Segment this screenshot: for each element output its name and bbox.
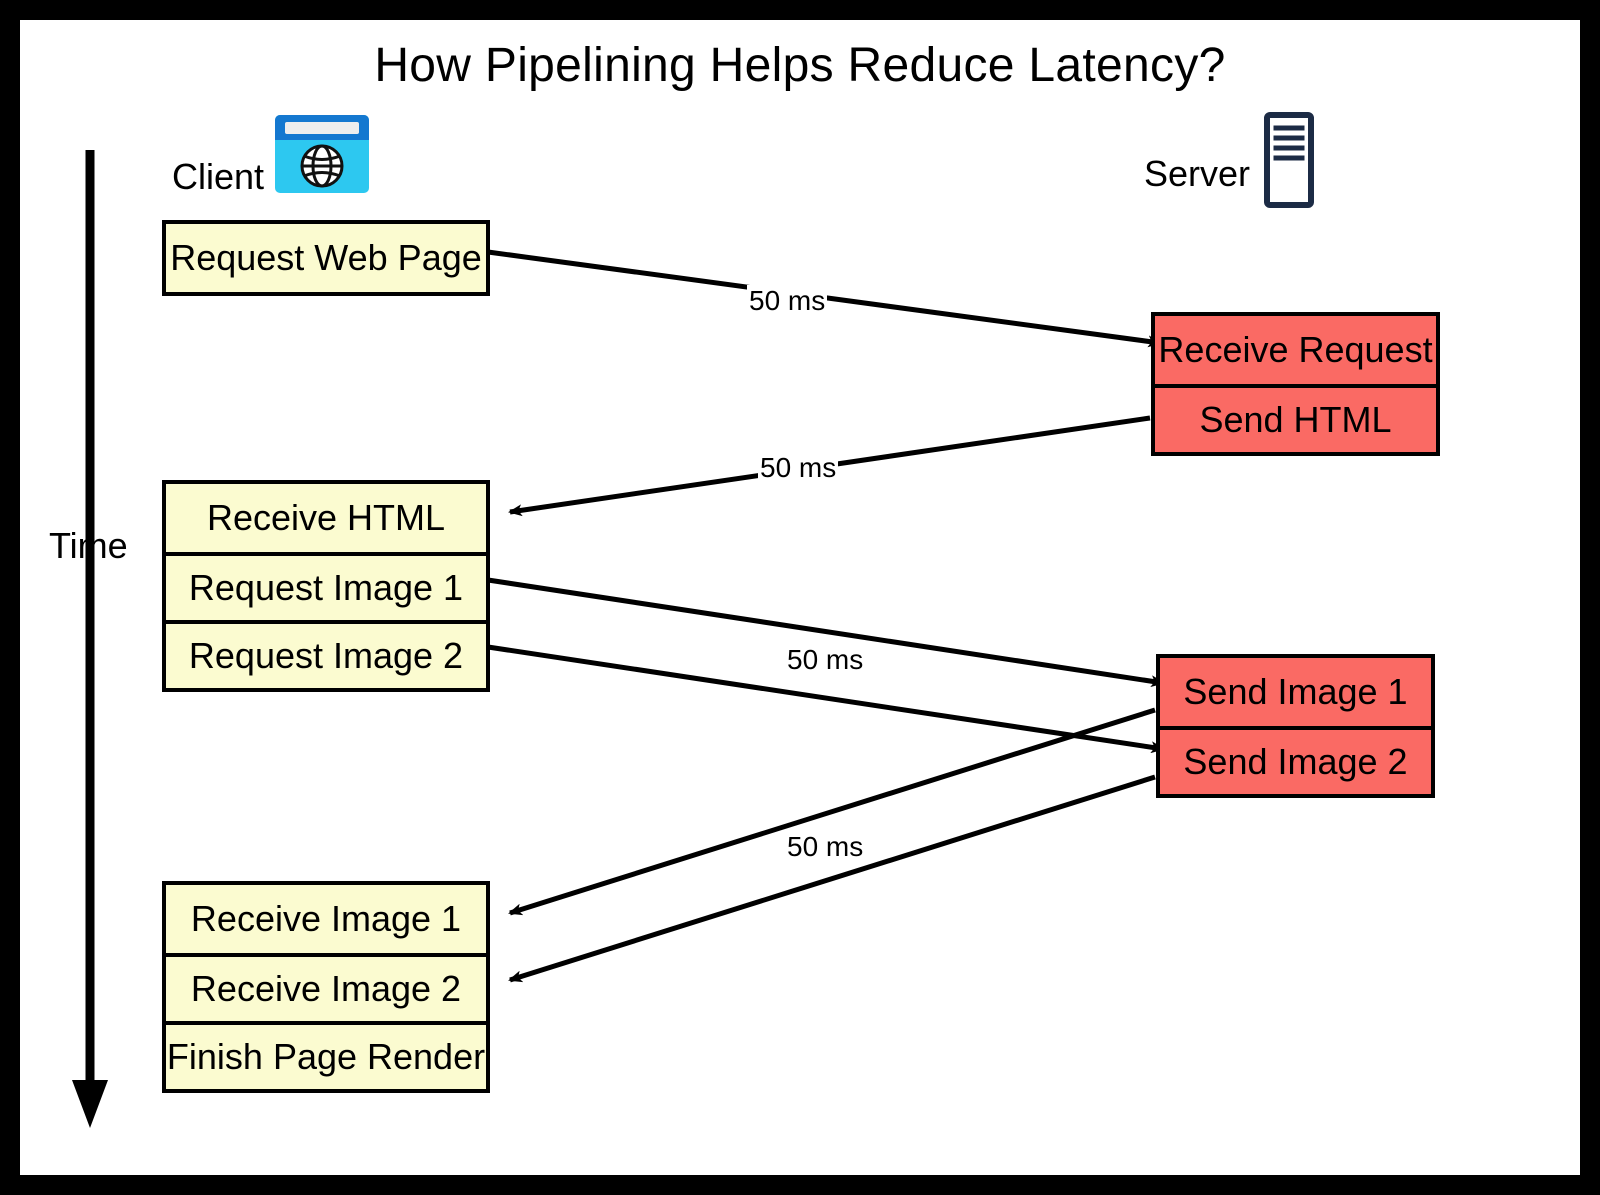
- client-step-finish-page-render[interactable]: Finish Page Render: [166, 1021, 486, 1089]
- server-step-receive-request[interactable]: Receive Request: [1155, 316, 1436, 384]
- server-tower-icon: [1264, 112, 1314, 208]
- server-step-send-image-1[interactable]: Send Image 1: [1160, 658, 1431, 726]
- server-lane-label: Server: [1144, 153, 1251, 194]
- client-step-request-image-1[interactable]: Request Image 1: [166, 552, 486, 620]
- client-lane-label: Client: [172, 156, 265, 197]
- page-title: How Pipelining Helps Reduce Latency?: [374, 39, 1226, 92]
- time-axis-arrow: [60, 150, 120, 1130]
- latency-label-4: 50 ms: [785, 831, 866, 863]
- client-step-request-web-page[interactable]: Request Web Page: [166, 224, 486, 292]
- client-step-receive-html[interactable]: Receive HTML: [166, 484, 486, 552]
- latency-label-1: 50 ms: [747, 285, 828, 317]
- client-stack-3: Receive Image 1 Receive Image 2 Finish P…: [162, 881, 490, 1093]
- server-stack-2: Send Image 1 Send Image 2: [1156, 654, 1435, 798]
- client-step-receive-image-1[interactable]: Receive Image 1: [166, 885, 486, 953]
- client-step-receive-image-2[interactable]: Receive Image 2: [166, 953, 486, 1021]
- client-step-request-image-2[interactable]: Request Image 2: [166, 620, 486, 688]
- diagram-canvas: How Pipelining Helps Reduce Latency? Cli…: [20, 20, 1580, 1175]
- latency-label-2: 50 ms: [758, 452, 839, 484]
- latency-label-3: 50 ms: [785, 644, 866, 676]
- client-stack-1: Request Web Page: [162, 220, 490, 296]
- browser-window-globe-icon: [274, 114, 370, 194]
- server-stack-1: Receive Request Send HTML: [1151, 312, 1440, 456]
- time-axis-label: Time: [49, 525, 128, 566]
- client-stack-2: Receive HTML Request Image 1 Request Ima…: [162, 480, 490, 692]
- server-step-send-image-2[interactable]: Send Image 2: [1160, 726, 1431, 794]
- arrow-send-image-1: [508, 707, 1156, 916]
- arrow-send-image-2: [508, 774, 1156, 983]
- server-step-send-html[interactable]: Send HTML: [1155, 384, 1436, 452]
